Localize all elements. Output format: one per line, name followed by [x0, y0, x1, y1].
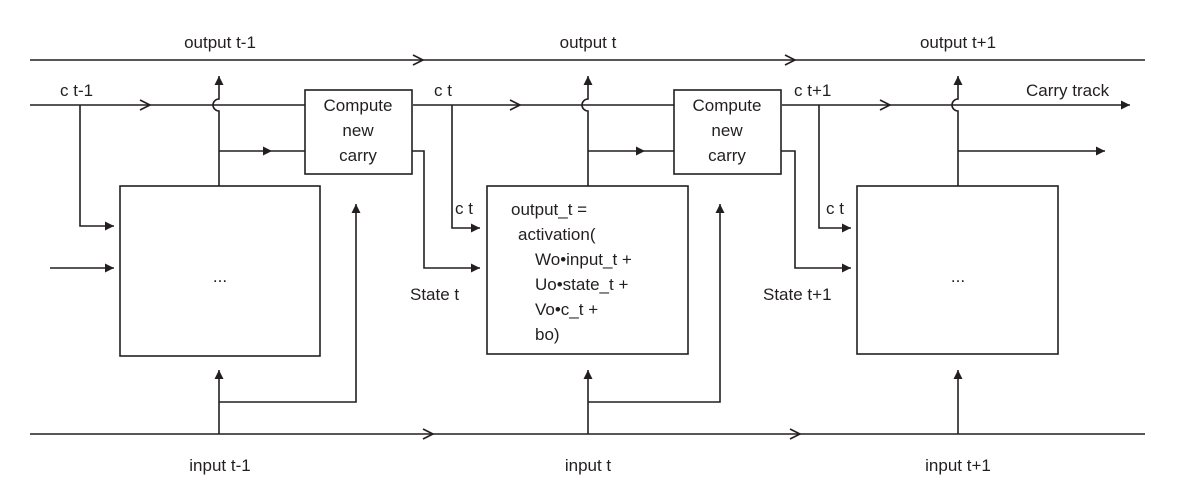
equation-line-2: activation( [518, 225, 596, 244]
carry-box-2-line2: new [711, 121, 743, 140]
label-c-current: c t [434, 81, 452, 100]
equation-line-5: Vo•c_t + [535, 300, 598, 319]
output-line [30, 54, 1145, 66]
c-t-wire [451, 105, 480, 233]
equation-line-1: output_t = [511, 200, 587, 219]
label-input-current: input t [565, 456, 612, 475]
equation-line-6: bo) [535, 325, 560, 344]
carry-box-1-line3: carry [339, 146, 377, 165]
c-t-plus-1-wire [818, 105, 851, 233]
carry-track-line [30, 99, 1130, 111]
equation-line-3: Wo•input_t + [535, 250, 632, 269]
label-c-prev: c t-1 [60, 81, 93, 100]
label-c-next: c t+1 [794, 81, 831, 100]
label-carry-track: Carry track [1026, 81, 1110, 100]
carry-box-2-line3: carry [708, 146, 746, 165]
cell-prev-ellipsis: ... [213, 267, 227, 286]
carry-box-1-line1: Compute [324, 96, 393, 115]
compute-carry-box-2: Compute new carry [673, 89, 782, 175]
cell-box-next [856, 185, 1059, 355]
equation-line-4: Uo•state_t + [535, 275, 628, 294]
cell-t [486, 76, 725, 434]
label-input-next: input t+1 [925, 456, 991, 475]
label-state-t-plus-1: State t+1 [763, 285, 832, 304]
cell-t-minus-1 [50, 76, 361, 434]
label-output-current: output t [560, 33, 617, 52]
label-state-t: State t [410, 285, 459, 304]
cell-box-prev [119, 185, 321, 357]
output-equation: output_t = activation( Wo•input_t + Uo•s… [511, 200, 632, 344]
cell-t-plus-1 [856, 76, 1105, 434]
cell-next-ellipsis: ... [951, 267, 965, 286]
carry-box-1-line2: new [342, 121, 374, 140]
state-t-wire [412, 150, 480, 273]
compute-carry-box-1: Compute new carry [304, 89, 413, 175]
label-output-prev: output t-1 [184, 33, 256, 52]
label-c-into-cell-t: c t [455, 199, 473, 218]
state-t-plus-1-wire [781, 150, 851, 273]
label-c-into-cell-next: c t [826, 199, 844, 218]
label-output-next: output t+1 [920, 33, 996, 52]
carry-box-2-line1: Compute [693, 96, 762, 115]
label-input-prev: input t-1 [189, 456, 250, 475]
